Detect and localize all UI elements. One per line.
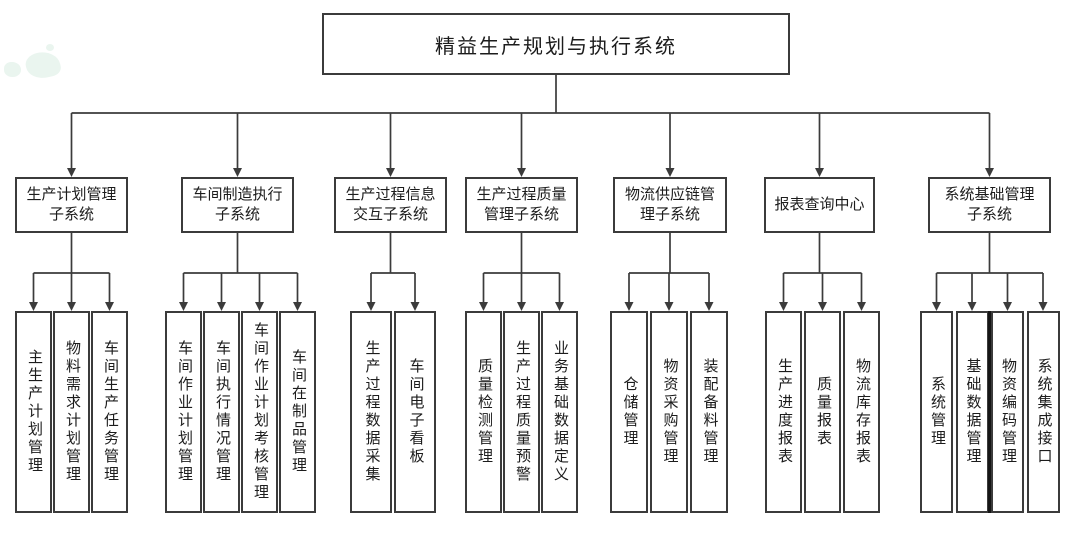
root-node: 精益生产规划与执行系统 bbox=[322, 13, 790, 75]
module-node: 装配备料管理 bbox=[690, 311, 728, 513]
module-node-label: 业务基础数据定义 bbox=[552, 340, 568, 484]
subsystem-node: 报表查询中心 bbox=[764, 177, 875, 233]
module-node: 生产过程质量预警 bbox=[503, 311, 540, 513]
module-node: 质量报表 bbox=[804, 311, 841, 513]
module-node: 生产过程数据采集 bbox=[350, 311, 392, 513]
scan-watermark-blob bbox=[4, 62, 21, 77]
root-node-label: 精益生产规划与执行系统 bbox=[435, 35, 677, 58]
module-node: 物资采购管理 bbox=[650, 311, 688, 513]
module-node-label: 物料需求计划管理 bbox=[64, 340, 80, 484]
module-node-label: 物资编码管理 bbox=[1000, 358, 1016, 466]
subsystem-node: 生产过程信息 交互子系统 bbox=[334, 177, 447, 233]
module-node-label: 系统管理 bbox=[929, 376, 945, 448]
module-node-label: 质量报表 bbox=[815, 376, 831, 448]
module-node-label: 仓储管理 bbox=[621, 376, 638, 448]
module-node: 车间作业计划考核管理 bbox=[241, 311, 278, 513]
subsystem-node: 生产计划管理 子系统 bbox=[15, 177, 128, 233]
module-node-label: 质量检测管理 bbox=[476, 358, 492, 466]
module-node-label: 车间生产任务管理 bbox=[102, 340, 118, 484]
module-node: 系统管理 bbox=[920, 311, 953, 513]
scan-watermark-blob bbox=[23, 48, 63, 82]
module-node: 物料需求计划管理 bbox=[53, 311, 90, 513]
module-node-label: 车间执行情况管理 bbox=[214, 340, 230, 484]
module-node: 主生产计划管理 bbox=[15, 311, 52, 513]
module-node: 车间在制品管理 bbox=[279, 311, 316, 513]
module-node: 车间电子看板 bbox=[394, 311, 436, 513]
subsystem-node-label: 生产过程质量 管理子系统 bbox=[476, 186, 567, 223]
module-node-label: 系统集成接口 bbox=[1035, 358, 1052, 466]
subsystem-node: 物流供应链管 理子系统 bbox=[613, 177, 727, 233]
module-node-label: 生产进度报表 bbox=[776, 358, 792, 466]
subsystem-node-label: 生产计划管理 子系统 bbox=[26, 186, 117, 223]
subsystem-node: 车间制造执行 子系统 bbox=[181, 177, 294, 233]
module-node-label: 主生产计划管理 bbox=[26, 349, 42, 475]
scan-watermark-blob bbox=[46, 44, 54, 51]
module-node-label: 生产过程质量预警 bbox=[514, 340, 530, 484]
module-node: 车间作业计划管理 bbox=[165, 311, 202, 513]
subsystem-node-label: 生产过程信息 交互子系统 bbox=[345, 186, 436, 223]
subsystem-node-label: 物流供应链管 理子系统 bbox=[624, 186, 715, 223]
module-node-label: 车间作业计划考核管理 bbox=[252, 322, 268, 502]
module-node-label: 装配备料管理 bbox=[701, 358, 718, 466]
module-node: 仓储管理 bbox=[610, 311, 648, 513]
module-node-label: 车间电子看板 bbox=[407, 358, 424, 466]
subsystem-node: 生产过程质量 管理子系统 bbox=[465, 177, 578, 233]
module-node-label: 生产过程数据采集 bbox=[363, 340, 380, 484]
module-node-label: 基础数据管理 bbox=[964, 358, 981, 466]
subsystem-node: 系统基础管理 子系统 bbox=[928, 177, 1051, 233]
subsystem-node-label: 系统基础管理 子系统 bbox=[944, 186, 1035, 223]
module-node-label: 车间作业计划管理 bbox=[176, 340, 192, 484]
thick-divider bbox=[987, 311, 992, 513]
module-node: 车间执行情况管理 bbox=[203, 311, 240, 513]
module-node: 业务基础数据定义 bbox=[541, 311, 578, 513]
module-node: 车间生产任务管理 bbox=[91, 311, 128, 513]
module-node: 基础数据管理 bbox=[955, 311, 989, 513]
module-node: 物资编码管理 bbox=[991, 311, 1024, 513]
module-node: 系统集成接口 bbox=[1026, 311, 1060, 513]
module-node-label: 车间在制品管理 bbox=[290, 349, 306, 475]
module-node: 生产进度报表 bbox=[765, 311, 802, 513]
subsystem-node-label: 报表查询中心 bbox=[774, 196, 865, 213]
subsystem-node-label: 车间制造执行 子系统 bbox=[192, 186, 283, 223]
module-node: 质量检测管理 bbox=[465, 311, 502, 513]
module-node-label: 物资采购管理 bbox=[661, 358, 678, 466]
module-node-label: 物流库存报表 bbox=[854, 358, 870, 466]
module-node: 物流库存报表 bbox=[843, 311, 880, 513]
